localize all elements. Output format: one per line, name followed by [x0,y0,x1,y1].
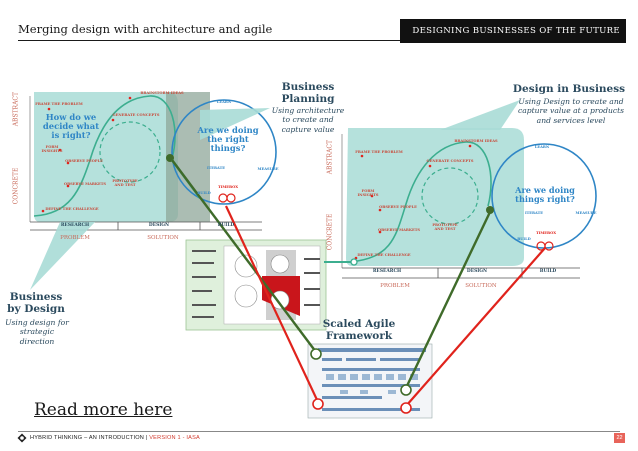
left-step-insights: FORM INSIGHTS [41,145,63,153]
right-teal-s-curve [349,141,492,263]
right-step-observe-markets: OBSERVE MARKETS [377,228,421,232]
right-junction-dot [486,206,494,214]
left-axis-abstract: ABSTRACT [12,91,20,127]
footer-title: HYBRID THINKING – AN INTRODUCTION [30,435,145,441]
red-connector-left [225,205,319,403]
left-step-frame: FRAME THE PROBLEM [35,102,83,106]
left-step-prototype: PROTOTYPE AND TEST [112,179,138,187]
left-step-generate: GENERATE CONCEPTS [112,113,160,117]
left-phase-build: BUILD [217,223,235,228]
business-by-design-title: Business by Design [7,291,65,315]
right-question-2: Are we doing things right? [515,185,575,205]
right-step-insights: FORM INSIGHTS [357,189,379,197]
left-step-observe-people: OBSERVE PEOPLE [65,159,103,163]
footer-text: HYBRID THINKING – AN INTRODUCTION | VERS… [30,435,200,441]
design-in-business-pointer [440,100,520,130]
left-teal-s-curve [33,95,176,217]
left-step-measure: MEASURE [257,167,279,171]
right-solution: SOLUTION [465,283,497,289]
left-problem: PROBLEM [60,235,90,241]
right-step-timebox: TIMEBOX [535,231,557,235]
scaled-agile-title: Scaled Agile Framework [322,318,396,342]
red-connector-right [405,247,546,407]
right-step-iterate: ITERATE [524,211,544,215]
right-phase-design: DESIGN [466,269,488,274]
left-solution: SOLUTION [147,235,179,241]
left-question-1: How do we decide what is right? [42,112,100,141]
right-phase-research: RESEARCH [372,269,402,274]
scaled-agile-thumbnail [307,343,433,419]
left-step-iterate: ITERATE [206,166,226,170]
business-planning-subtitle: Using architecture to create and capture… [271,106,345,134]
right-step-brainstorm: BRAINSTORM IDEAS [454,139,498,143]
business-planning-pointer [200,108,270,140]
left-phase-design: DESIGN [148,223,170,228]
right-step-build: BUILD [517,237,531,241]
right-step-prototype: PROTOTYPE AND TEST [432,223,458,231]
green-connector-right [404,211,492,389]
left-dashed-loop [99,121,161,183]
left-teal-region [34,92,178,222]
left-step-observe-markets: OBSERVE MARKETS [63,182,107,186]
page-number: 22 [614,433,625,443]
business-by-design-pointer [30,222,95,290]
footer-separator: | [145,435,148,441]
header-banner-text: DESIGNING BUSINESSES OF THE FUTURE [412,26,620,36]
company-logo-icon [17,433,27,443]
right-axis-abstract: ABSTRACT [326,139,334,175]
business-planning-title: Business Planning [281,81,335,105]
design-in-business-subtitle: Using Design to create and capture value… [517,97,625,125]
left-step-brainstorm: BRAINSTORM IDEAS [140,91,184,95]
right-step-generate: GENERATE CONCEPTS [426,159,474,163]
header-banner: DESIGNING BUSINESSES OF THE FUTURE [400,19,626,43]
left-step-build: BUILD [197,191,211,195]
left-axis-concrete: CONCRETE [12,167,20,205]
architecture-thumbnail [185,239,327,331]
design-in-business-title: Design in Business [512,83,626,95]
right-step-learn: LEARN [534,145,550,149]
left-question-2: Are we doing the right things? [197,125,259,154]
header-divider [18,40,400,41]
right-dashed-loop [421,167,479,225]
left-step-learn: LEARN [216,100,232,104]
footer-divider [18,431,620,432]
left-phase-research: RESEARCH [60,223,90,228]
right-phase-build: BUILD [539,269,557,274]
left-blue-loop [171,99,277,205]
read-more-link[interactable]: Read more here [34,400,173,420]
right-axis-concrete: CONCRETE [326,213,334,251]
left-step-timebox: TIMEBOX [217,185,239,189]
right-problem: PROBLEM [380,283,410,289]
right-step-observe-people: OBSERVE PEOPLE [379,205,417,209]
green-connector-left [171,159,317,353]
right-step-frame: FRAME THE PROBLEM [355,150,403,154]
business-by-design-subtitle: Using design for strategic direction [5,318,69,346]
page-header-title: Merging design with architecture and agi… [18,22,273,36]
connector-lines [171,159,546,414]
left-step-define: DEFINE THE CHALLENGE [45,207,99,211]
footer-version: VERSION 1 - IASA [149,435,200,441]
right-step-define: DEFINE THE CHALLENGE [357,253,411,257]
right-step-measure: MEASURE [575,211,597,215]
